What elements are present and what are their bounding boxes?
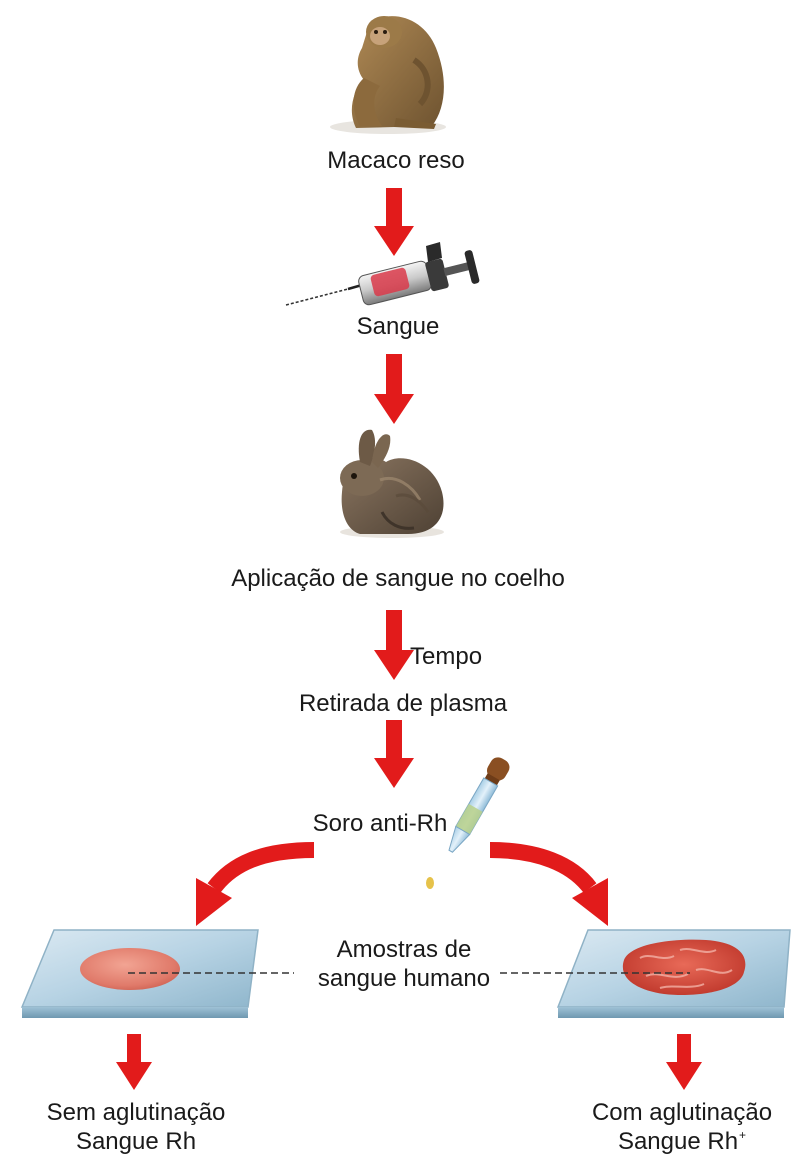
arrow-syringe-to-rabbit bbox=[374, 354, 414, 424]
curved-arrow-left bbox=[196, 850, 314, 926]
label-time: Tempo bbox=[410, 643, 482, 671]
curved-arrow-right bbox=[490, 850, 608, 926]
label-rabbit: Aplicação de sangue no coelho bbox=[231, 565, 565, 593]
label-monkey: Macaco reso bbox=[327, 147, 464, 175]
arrow-right-slide-to-result bbox=[666, 1034, 702, 1090]
glass-slide-left bbox=[22, 930, 258, 1018]
arrow-monkey-to-syringe bbox=[374, 188, 414, 256]
label-serum: Soro anti-Rh bbox=[313, 810, 448, 838]
arrow-left-slide-to-result bbox=[116, 1034, 152, 1090]
arrow-rabbit-to-plasma bbox=[374, 610, 414, 680]
rh-positive-superscript: + bbox=[739, 1128, 746, 1142]
rabbit-icon bbox=[340, 430, 444, 538]
label-plasma: Retirada de plasma bbox=[299, 690, 507, 718]
label-samples-line2: sangue humano bbox=[318, 964, 490, 993]
blood-sample-smooth bbox=[80, 948, 180, 990]
label-right-result-line1: Com aglutinação bbox=[592, 1098, 772, 1127]
label-syringe: Sangue bbox=[357, 313, 440, 341]
label-samples: Amostras de sangue humano bbox=[314, 935, 494, 993]
monkey-icon bbox=[330, 16, 446, 134]
label-right-result-line2-wrap: Sangue Rh+ bbox=[592, 1127, 772, 1156]
syringe-icon bbox=[286, 242, 480, 306]
label-right-result-line2: Sangue Rh bbox=[618, 1128, 738, 1155]
label-left-result-line1: Sem aglutinação bbox=[47, 1098, 226, 1127]
label-left-result: Sem aglutinação Sangue Rh bbox=[47, 1098, 226, 1156]
glass-slide-right bbox=[558, 930, 790, 1018]
arrow-plasma-to-serum bbox=[374, 720, 414, 788]
label-right-result: Com aglutinação Sangue Rh+ bbox=[592, 1098, 772, 1156]
label-samples-line1: Amostras de bbox=[318, 935, 490, 964]
label-left-result-line2: Sangue Rh bbox=[47, 1127, 226, 1156]
